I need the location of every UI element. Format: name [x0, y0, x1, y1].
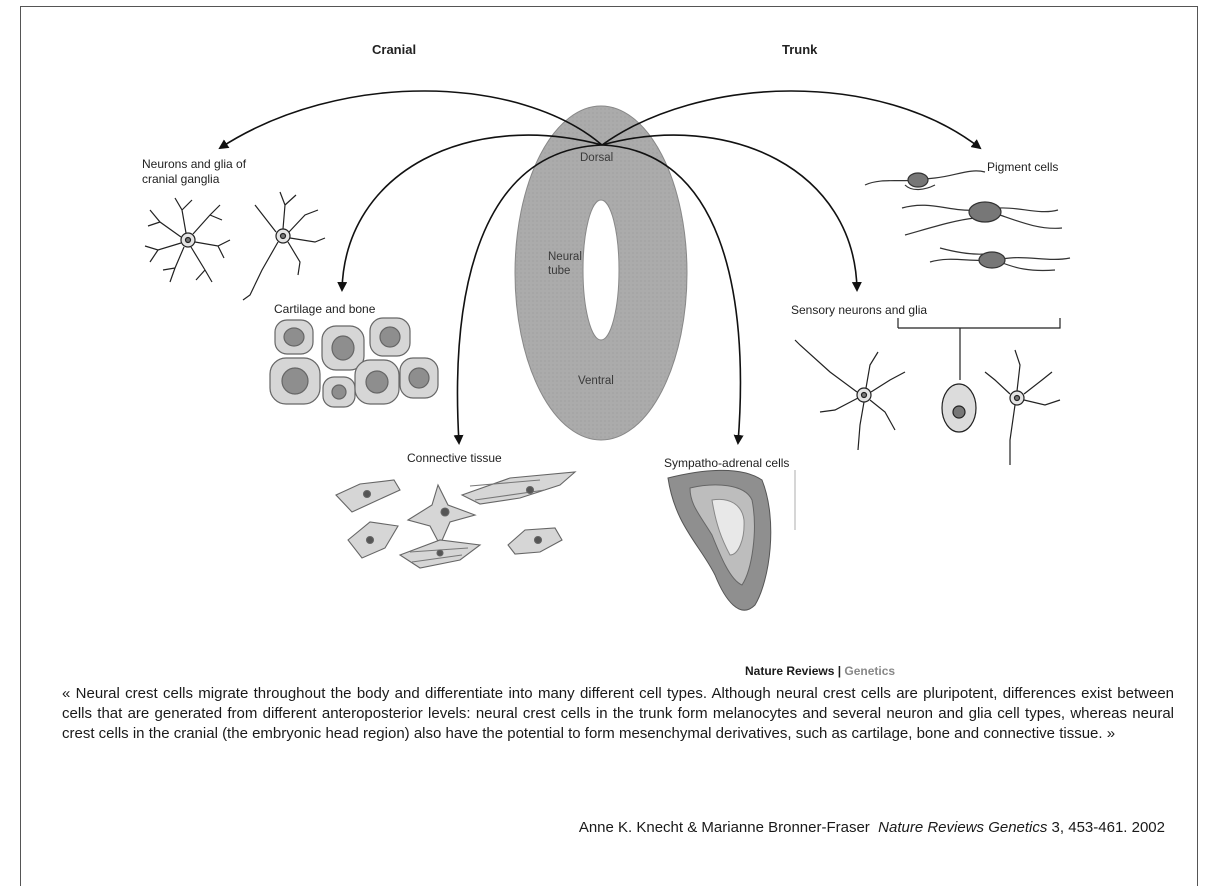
sensory-neuron-cells	[795, 318, 1060, 465]
citation: Anne K. Knecht & Marianne Bronner-Fraser…	[579, 819, 1165, 836]
cranial-ganglia-cells	[145, 192, 325, 300]
ventral-label: Ventral	[578, 374, 614, 388]
sensory-neurons-label: Sensory neurons and glia	[791, 303, 927, 318]
neural-crest-diagram	[0, 0, 1207, 660]
pigment-cells-label: Pigment cells	[987, 160, 1058, 175]
arrow-to-cranial-ganglia	[220, 91, 602, 148]
quote-text: « Neural crest cells migrate throughout …	[62, 684, 1174, 744]
credit-separator: |	[834, 664, 844, 678]
sympatho-adrenal-label: Sympatho-adrenal cells	[664, 456, 789, 471]
pigment-cells	[865, 171, 1070, 271]
citation-details: 3, 453-461. 2002	[1047, 819, 1165, 836]
cartilage-bone-cells	[270, 318, 438, 407]
citation-journal: Nature Reviews Genetics	[878, 819, 1047, 836]
neurons-glia-cranial-label: Neurons and glia of cranial ganglia	[142, 157, 282, 187]
credit-journal: Nature Reviews	[745, 664, 834, 678]
dorsal-label: Dorsal	[580, 151, 613, 165]
trunk-label: Trunk	[782, 42, 817, 57]
sympatho-adrenal-gland	[668, 470, 795, 610]
citation-authors: Anne K. Knecht & Marianne Bronner-Fraser	[579, 819, 870, 836]
connective-tissue-cells	[336, 472, 575, 568]
cartilage-bone-label: Cartilage and bone	[274, 302, 375, 317]
arrow-to-pigment-cells	[602, 91, 980, 148]
connective-tissue-label: Connective tissue	[407, 451, 502, 466]
credit-section: Genetics	[844, 664, 895, 678]
cranial-label: Cranial	[372, 42, 416, 57]
figure-credit: Nature Reviews | Genetics	[745, 664, 895, 678]
neural-tube-label: Neural tube	[548, 250, 590, 278]
